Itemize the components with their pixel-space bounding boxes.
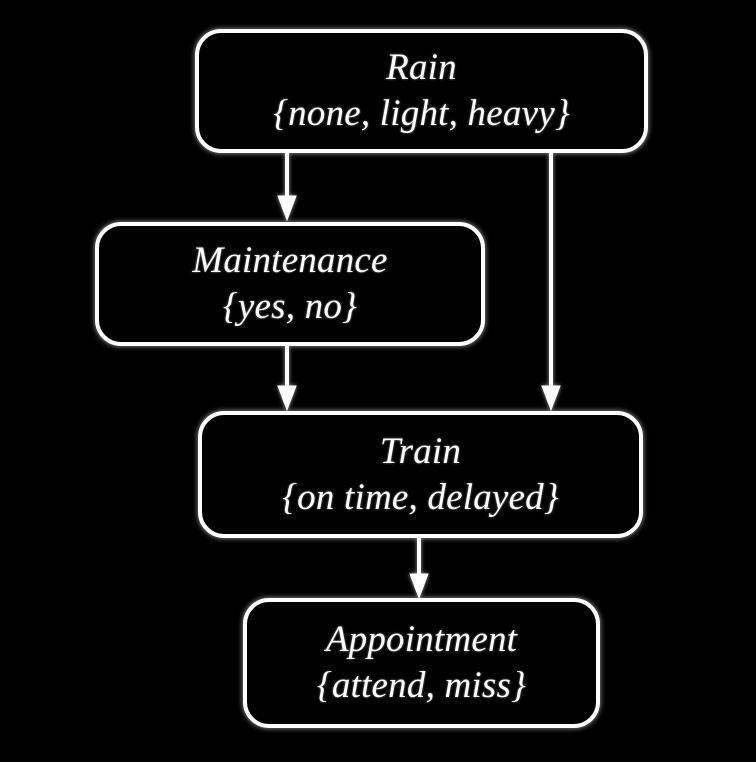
node-appointment-states: {attend, miss}	[316, 665, 527, 706]
node-maintenance[interactable]: Maintenance {yes, no}	[95, 222, 485, 346]
node-appointment[interactable]: Appointment {attend, miss}	[243, 598, 600, 728]
node-train[interactable]: Train {on time, delayed}	[198, 411, 643, 538]
node-train-states: {on time, delayed}	[282, 476, 559, 518]
node-maintenance-name: Maintenance	[192, 240, 388, 282]
node-rain-states: {none, light, heavy}	[273, 93, 570, 134]
node-maintenance-states: {yes, no}	[222, 286, 358, 327]
node-train-name: Train	[379, 430, 462, 472]
node-rain[interactable]: Rain {none, light, heavy}	[195, 29, 648, 153]
node-appointment-name: Appointment	[325, 619, 518, 661]
node-rain-name: Rain	[386, 47, 457, 89]
